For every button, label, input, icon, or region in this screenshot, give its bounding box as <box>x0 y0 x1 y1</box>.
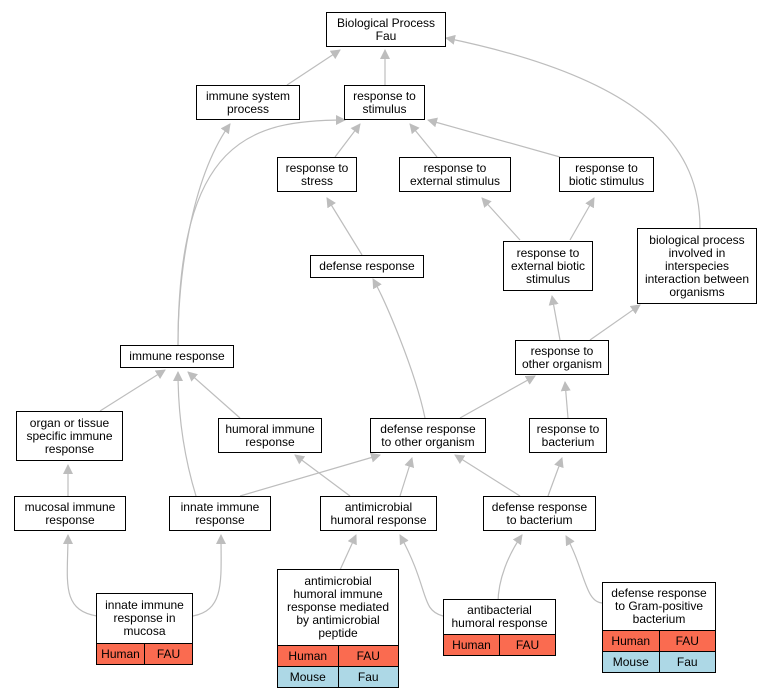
edge-gp-drb <box>565 535 604 604</box>
species-cell: Human <box>611 633 651 648</box>
leaf-title: defense response to Gram-positive bacter… <box>611 586 707 626</box>
gene-cell: FAU <box>658 631 716 651</box>
edge-bpi-root <box>445 34 701 229</box>
gene-cell: FAU <box>144 644 192 664</box>
node-innate-immune-response[interactable]: innate immune response <box>169 496 271 531</box>
edge-rtoo-rteb <box>548 295 561 341</box>
node-label: response to other organism <box>521 343 603 371</box>
node-response-to-stimulus[interactable]: response to stimulus <box>344 85 425 120</box>
node-defense-response-to-bacterium[interactable]: defense response to bacterium <box>483 496 596 531</box>
node-label: organ or tissue specific immune response <box>26 415 113 456</box>
edge-dro-dr <box>372 278 426 419</box>
node-antimicrobial-humoral-response[interactable]: antimicrobial humoral response <box>320 496 437 531</box>
node-label: mucosal immune response <box>24 499 116 527</box>
node-biological-process-interspecies[interactable]: biological process involved in interspec… <box>637 228 757 304</box>
edge-ir-isp <box>177 123 231 346</box>
edge-rtoo-bpi <box>589 304 641 341</box>
annotation-row-mouse: Mouse Fau <box>603 651 715 672</box>
edge-amh-hir <box>294 454 351 497</box>
species-cell: Human <box>452 637 491 652</box>
leaf-title: innate immune response in mucosa <box>105 598 184 638</box>
leaf-antimicrobial-peptide-response[interactable]: antimicrobial humoral immune response me… <box>277 569 399 688</box>
species-cell: Mouse <box>612 654 649 669</box>
edge-drb-rtb <box>547 457 564 497</box>
node-organ-tissue-specific-immune-response[interactable]: organ or tissue specific immune response <box>16 411 123 461</box>
node-label: response to stimulus <box>353 88 416 116</box>
node-defense-response[interactable]: defense response <box>310 255 424 278</box>
node-response-to-external-biotic-stimulus[interactable]: response to external biotic stimulus <box>503 241 593 291</box>
node-humoral-immune-response[interactable]: humoral immune response <box>218 418 322 453</box>
edge-dr-rtstress <box>326 197 363 256</box>
node-response-to-external-stimulus[interactable]: response to external stimulus <box>399 157 511 192</box>
node-label: humoral immune response <box>225 421 315 449</box>
leaf-innate-immune-response-in-mucosa[interactable]: innate immune response in mucosa Human F… <box>96 593 193 665</box>
node-label: immune response <box>129 349 225 363</box>
node-label: biological process involved in interspec… <box>644 232 750 299</box>
edge-oti-ir <box>99 369 166 412</box>
edge-rtb-rtoo <box>560 381 571 419</box>
node-label: response to external stimulus <box>409 160 501 188</box>
node-label: response to stress <box>285 160 349 188</box>
edge-rteb-rtbs <box>569 197 595 241</box>
root-label-line1: Biological Process <box>336 15 436 30</box>
node-label: antimicrobial humoral response <box>330 499 427 527</box>
gene-cell: Fau <box>337 667 399 687</box>
node-label: defense response <box>319 259 415 273</box>
edge-rtes-rts <box>409 123 438 158</box>
species-cell: Human <box>101 646 140 661</box>
node-label: defense response to other organism <box>380 421 476 449</box>
leaf-antibacterial-humoral-response[interactable]: antibacterial humoral response Human FAU <box>443 599 556 656</box>
node-response-to-other-organism[interactable]: response to other organism <box>515 340 609 375</box>
node-label: response to biotic stimulus <box>568 160 645 188</box>
edge-imm-iir <box>192 534 227 617</box>
annotation-row-human: Human FAU <box>444 634 555 655</box>
edge-abh-amh <box>399 534 444 617</box>
node-response-to-biotic-stimulus[interactable]: response to biotic stimulus <box>559 157 654 192</box>
annotation-row-mouse: Mouse Fau <box>278 666 398 687</box>
edge-rtstress-rts <box>334 123 361 158</box>
leaf-title: antibacterial humoral response <box>451 603 548 630</box>
node-mucosal-immune-response[interactable]: mucosal immune response <box>14 496 126 531</box>
edge-isp-root <box>286 49 341 86</box>
node-immune-response[interactable]: immune response <box>120 345 234 368</box>
edge-rteb-rtes <box>481 197 521 241</box>
node-defense-response-to-other-organism[interactable]: defense response to other organism <box>370 418 486 453</box>
edge-hir-ir <box>187 371 241 419</box>
node-immune-system-process[interactable]: immune system process <box>196 85 300 120</box>
node-response-to-stress[interactable]: response to stress <box>277 157 357 192</box>
node-label: response to bacterium <box>536 421 600 449</box>
edge-dro-rtoo <box>459 375 536 419</box>
annotation-row-human: Human FAU <box>97 643 192 664</box>
edge-amh-dro <box>399 457 415 497</box>
root-label-line2: Fau <box>375 28 397 43</box>
edge-iir-dro <box>239 452 381 497</box>
annotation-row-human: Human FAU <box>278 645 398 666</box>
edge-iir-ir <box>173 371 197 497</box>
node-label: immune system process <box>205 88 291 116</box>
gene-cell: FAU <box>499 635 555 655</box>
node-label: defense response to bacterium <box>491 499 588 527</box>
edge-ir-rts <box>177 115 346 346</box>
edge-rtbs-rts <box>427 117 561 158</box>
edge-abh-drb <box>497 534 523 604</box>
leaf-defense-response-gram-positive[interactable]: defense response to Gram-positive bacter… <box>602 582 716 673</box>
edge-imm-mir <box>62 534 98 617</box>
edge-drb-dro <box>454 454 521 497</box>
node-response-to-bacterium[interactable]: response to bacterium <box>529 418 607 453</box>
annotation-row-human: Human FAU <box>603 630 715 651</box>
node-label: innate immune response <box>180 499 260 527</box>
leaf-title: antimicrobial humoral immune response me… <box>286 574 390 640</box>
gene-cell: FAU <box>337 646 399 666</box>
gene-cell: Fau <box>658 652 716 672</box>
species-cell: Human <box>288 648 328 663</box>
edge-amp-amh <box>339 534 357 571</box>
species-cell: Mouse <box>289 669 326 684</box>
node-label: response to external biotic stimulus <box>510 245 586 286</box>
